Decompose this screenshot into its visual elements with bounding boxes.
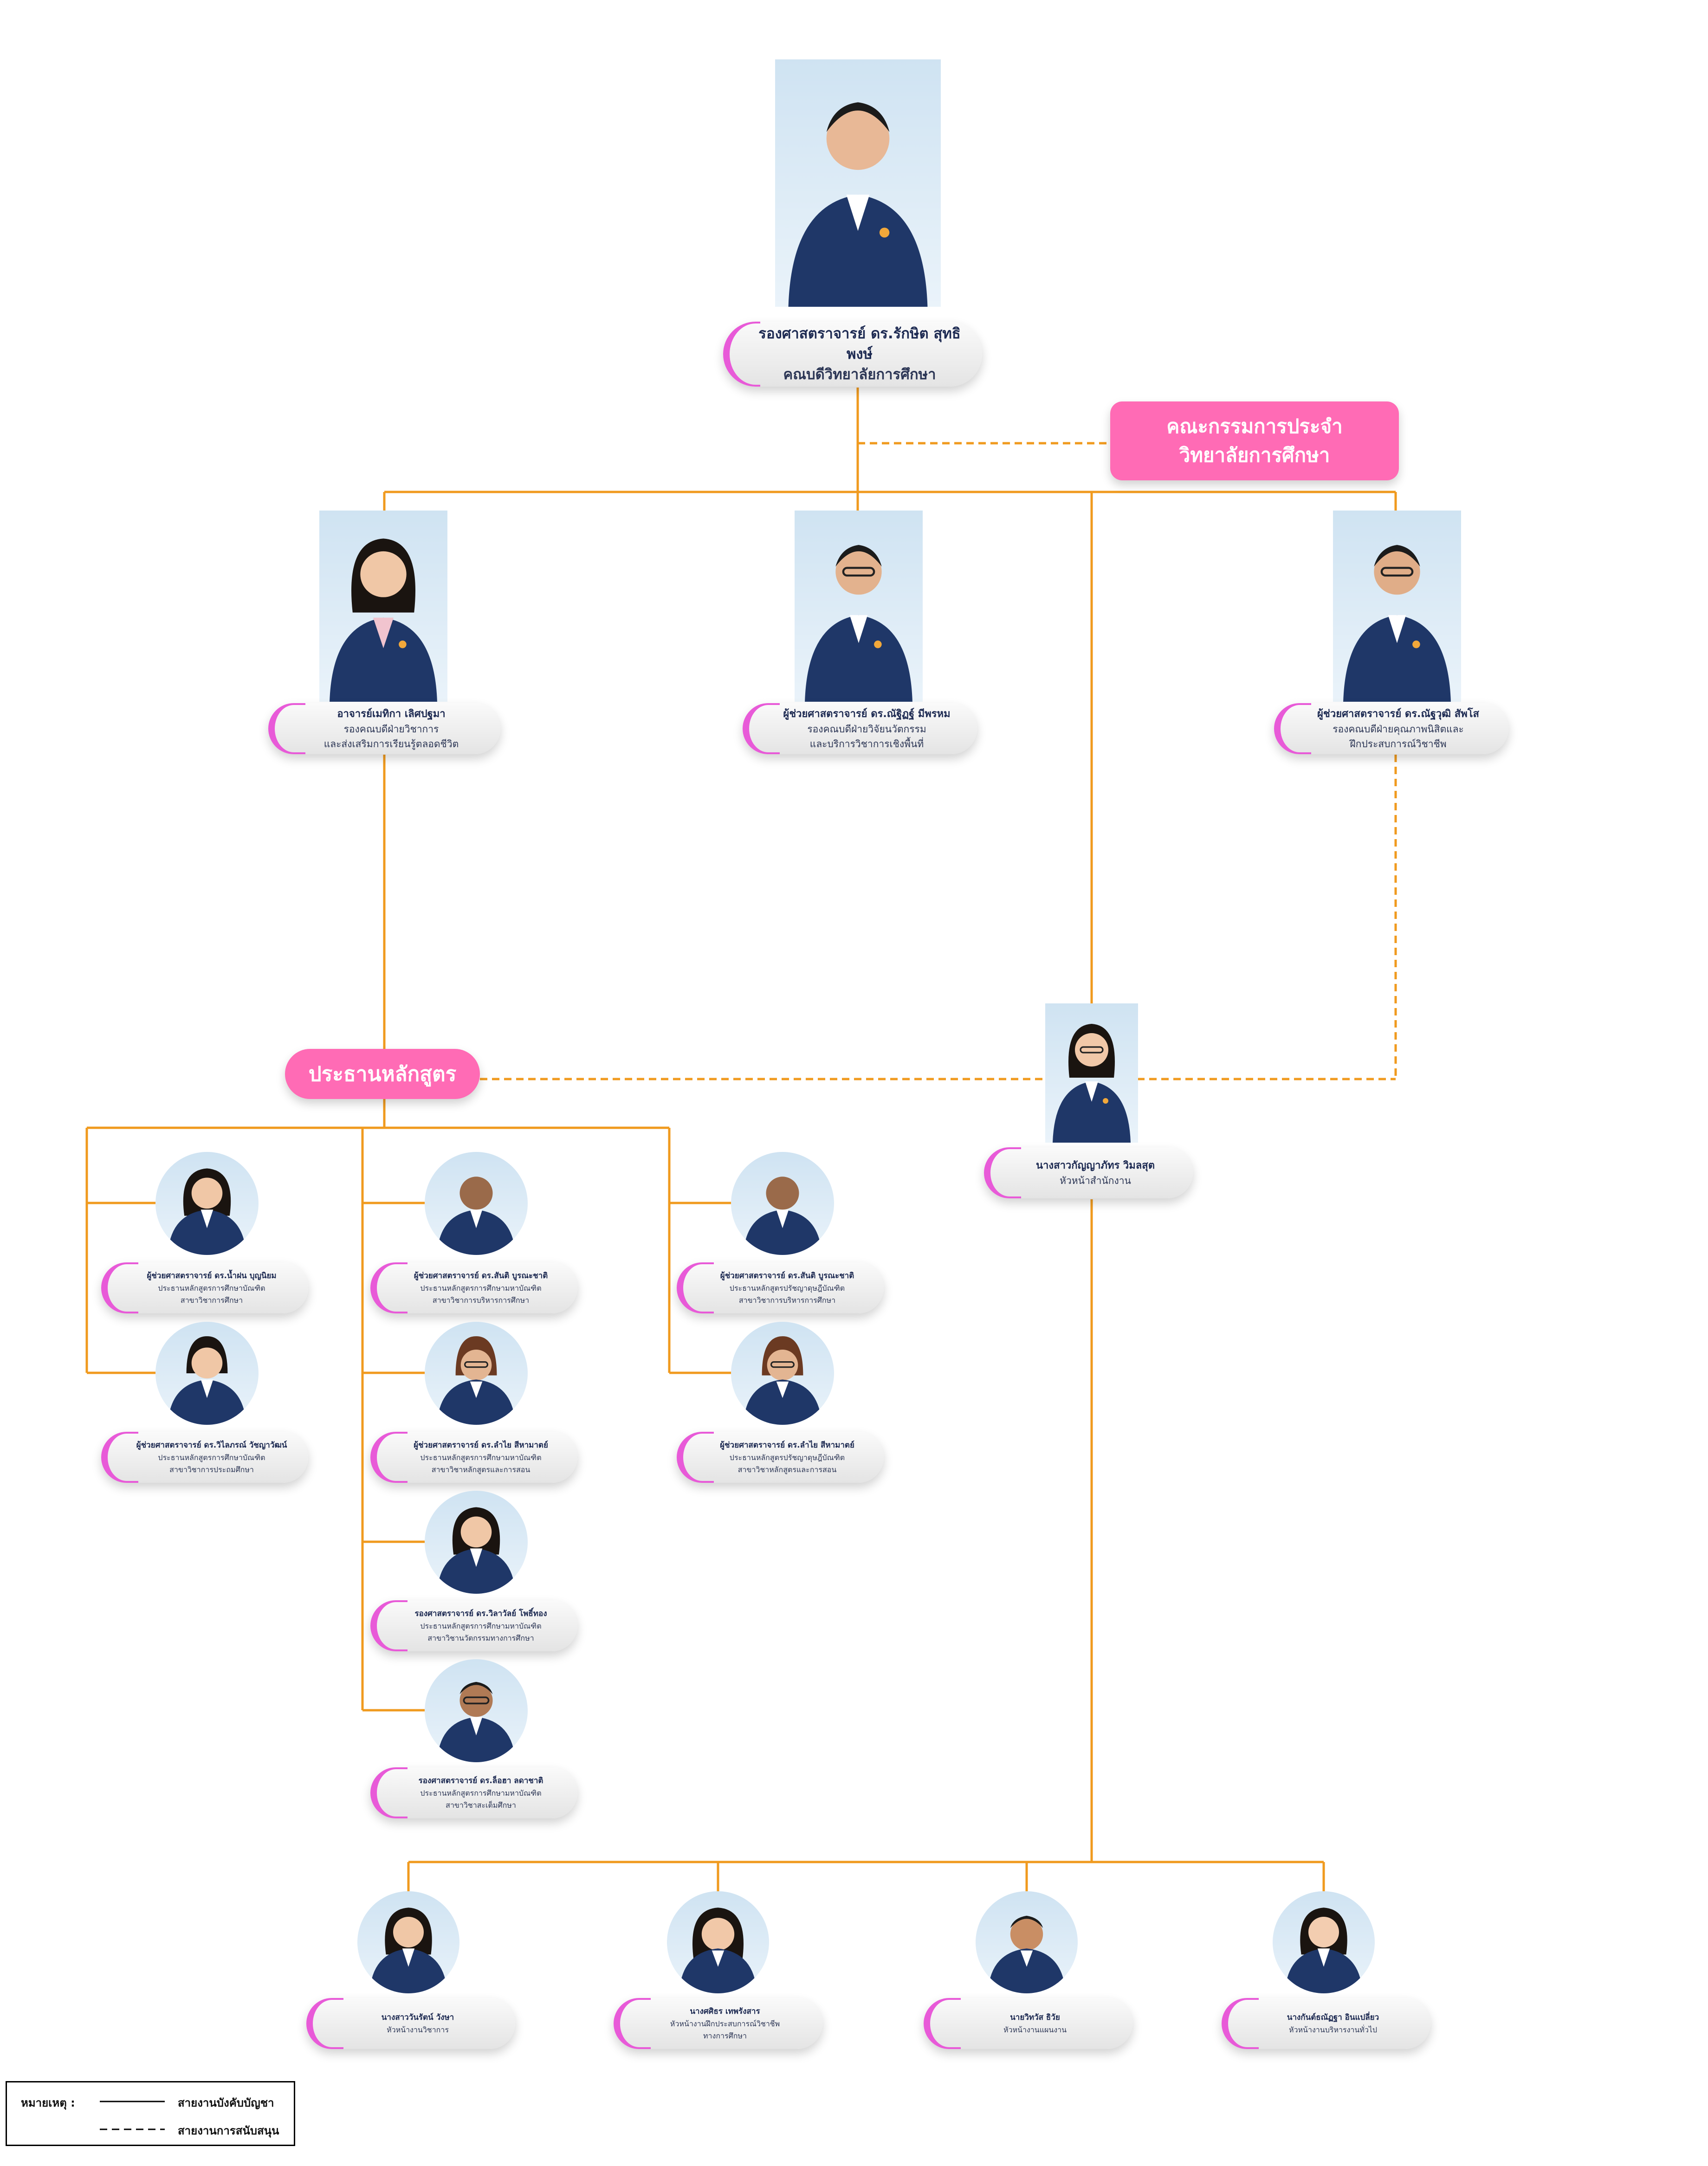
dean-photo xyxy=(775,59,941,307)
chair-c1-1-pos2: สาขาวิชาการศึกษา xyxy=(180,1295,243,1305)
committee-line1: คณะกรรมการประจำ xyxy=(1166,415,1343,438)
chair-c2-4-name: รองศาสตราจารย์ ดร.ล็อฮา ลดาชาติ xyxy=(418,1776,543,1785)
dean-card: รองศาสตราจารย์ ดร.รักษิต สุทธิพงษ์ คณบดี… xyxy=(723,322,982,387)
legend-dashed-label: สายงานการสนับสนุน xyxy=(178,2124,279,2137)
chair-c2-3-name: รองศาสตราจารย์ ดร.วิลาวัลย์ โพธิ์ทอง xyxy=(414,1609,547,1618)
vice-dean-2-card: ผู้ช่วยศาสตราจารย์ ดร.ณัฐิฏฐ์ มีพรหม รอง… xyxy=(743,703,977,754)
vice-dean-3-pos2: ฝึกประสบการณ์วิชาชีพ xyxy=(1350,738,1447,750)
chair-c1-1-card: ผู้ช่วยศาสตราจารย์ ดร.น้ำฝน บุญนิยม ประธ… xyxy=(101,1262,308,1313)
chair-c3-1-pos1: ประธานหลักสูตรปรัชญาดุษฎีบัณฑิต xyxy=(729,1283,845,1293)
staff-1-pos1: หัวหน้างานวิชาการ xyxy=(387,2025,449,2034)
chair-c3-1-card: ผู้ช่วยศาสตราจารย์ ดร.สันติ บูรณะชาติ ปร… xyxy=(677,1262,884,1313)
vice-dean-3-name: ผู้ช่วยศาสตราจารย์ ดร.ณัฐวุฒิ สัพโส xyxy=(1317,708,1479,720)
vice-dean-1-pos1: รองคณบดีฝ่ายวิชาการ xyxy=(343,723,439,735)
staff-1-card: นางสาววันรัตน์ วังษา หัวหน้างานวิชาการ xyxy=(306,1998,515,2049)
staff-4-card: นางกันต์ธณัฏฐา อินแปลี่ยว หัวหน้างานบริห… xyxy=(1222,1998,1430,2049)
staff-3-card: นายวิทวัส ธิวัย หัวหน้างานแผนงาน xyxy=(924,1998,1132,2049)
legend-title: หมายเหตุ : xyxy=(21,2096,75,2109)
chair-c1-2-pos1: ประธานหลักสูตรการศึกษาบัณฑิต xyxy=(158,1453,265,1462)
chair-c3-1-pos2: สาขาวิชาการบริหารการศึกษา xyxy=(738,1295,836,1305)
office-head-card: นางสาวกัญญาภัทร วิมลสุต หัวหน้าสำนักงาน xyxy=(984,1147,1193,1198)
chair-c2-4-photo xyxy=(425,1659,528,1762)
chair-c3-1-name: ผู้ช่วยศาสตราจารย์ ดร.สันติ บูรณะชาติ xyxy=(720,1271,854,1280)
staff-1-name: นางสาววันรัตน์ วังษา xyxy=(381,2012,454,2022)
vice-dean-1-photo xyxy=(319,511,447,702)
chair-c2-3-pos1: ประธานหลักสูตรการศึกษามหาบัณฑิต xyxy=(420,1621,542,1630)
staff-3-pos1: หัวหน้างานแผนงาน xyxy=(1003,2025,1067,2034)
staff-2-name: นางศศิธร เทพรังสาร xyxy=(690,2006,760,2016)
staff-3-photo xyxy=(976,1891,1078,1993)
chair-c2-2-pos1: ประธานหลักสูตรการศึกษามหาบัณฑิต xyxy=(420,1453,542,1462)
chair-c2-2-name: ผู้ช่วยศาสตราจารย์ ดร.ลำไย สีหามาตย์ xyxy=(414,1440,548,1450)
chair-c1-1-name: ผู้ช่วยศาสตราจารย์ ดร.น้ำฝน บุญนิยม xyxy=(147,1271,277,1280)
chair-c3-2-name: ผู้ช่วยศาสตราจารย์ ดร.ลำไย สีหามาตย์ xyxy=(720,1440,854,1450)
chair-c2-2-photo xyxy=(425,1322,528,1425)
staff-1-photo xyxy=(357,1891,459,1993)
chair-c2-1-photo xyxy=(425,1152,528,1255)
chair-c2-1-pos2: สาขาวิชาการบริหารการศึกษา xyxy=(432,1295,530,1305)
chair-c3-2-pos1: ประธานหลักสูตรปรัชญาดุษฎีบัณฑิต xyxy=(729,1453,845,1462)
vice-dean-2-pos2: และบริการวิชาการเชิงพื้นที่ xyxy=(809,738,924,750)
vice-dean-1-card: อาจารย์เมทิกา เลิศปฐมา รองคณบดีฝ่ายวิชาก… xyxy=(268,703,500,754)
chair-c1-2-pos2: สาขาวิชาการประถมศึกษา xyxy=(169,1465,254,1474)
staff-2-card: นางศศิธร เทพรังสาร หัวหน้างานฝึกประสบการ… xyxy=(614,1998,822,2049)
legend-dashed-line xyxy=(100,2128,165,2130)
vice-dean-1-name: อาจารย์เมทิกา เลิศปฐมา xyxy=(337,708,446,720)
vice-dean-1-pos2: และส่งเสริมการเรียนรู้ตลอดชีวิต xyxy=(323,738,459,750)
chair-c2-1-name: ผู้ช่วยศาสตราจารย์ ดร.สันติ บูรณะชาติ xyxy=(414,1271,548,1280)
chair-c1-2-name: ผู้ช่วยศาสตราจารย์ ดร.วิไลภรณ์ วัชญาวัฒน… xyxy=(136,1440,287,1450)
legend-solid-line xyxy=(100,2101,165,2102)
chair-c2-3-card: รองศาสตราจารย์ ดร.วิลาวัลย์ โพธิ์ทอง ประ… xyxy=(370,1600,577,1651)
staff-2-pos1: หัวหน้างานฝึกประสบการณ์วิชาชีพ xyxy=(670,2019,780,2028)
chair-c2-4-pos2: สาขาวิชาสะเต็มศึกษา xyxy=(446,1800,516,1810)
chair-c3-1-photo xyxy=(731,1152,834,1255)
legend-box: หมายเหตุ : สายงานบังคับบัญชา สายงานการสน… xyxy=(6,2081,295,2146)
vice-dean-3-card: ผู้ช่วยศาสตราจารย์ ดร.ณัฐวุฒิ สัพโส รองค… xyxy=(1274,703,1508,754)
dean-name: รองศาสตราจารย์ ดร.รักษิต สุทธิพงษ์ xyxy=(758,325,961,362)
chair-c2-2-pos2: สาขาวิชาหลักสูตรและการสอน xyxy=(431,1465,531,1474)
chair-c1-2-photo xyxy=(155,1322,259,1425)
legend-solid-label: สายงานบังคับบัญชา xyxy=(178,2096,274,2109)
chair-c2-2-card: ผู้ช่วยศาสตราจารย์ ดร.ลำไย สีหามาตย์ ประ… xyxy=(370,1432,577,1483)
staff-3-name: นายวิทวัส ธิวัย xyxy=(1010,2012,1060,2022)
chair-c2-1-card: ผู้ช่วยศาสตราจารย์ ดร.สันติ บูรณะชาติ ปร… xyxy=(370,1262,577,1313)
program-chairs-text: ประธานหลักสูตร xyxy=(308,1062,457,1086)
chair-c2-1-pos1: ประธานหลักสูตรการศึกษามหาบัณฑิต xyxy=(420,1283,542,1293)
staff-2-photo xyxy=(667,1891,769,1993)
office-head-name: นางสาวกัญญาภัทร วิมลสุต xyxy=(1036,1159,1155,1171)
vice-dean-3-photo xyxy=(1333,511,1461,702)
office-head-position: หัวหน้าสำนักงาน xyxy=(1060,1175,1131,1186)
vice-dean-2-name: ผู้ช่วยศาสตราจารย์ ดร.ณัฐิฏฐ์ มีพรหม xyxy=(783,708,951,720)
dean-position: คณบดีวิทยาลัยการศึกษา xyxy=(783,366,936,383)
chair-c3-2-pos2: สาขาวิชาหลักสูตรและการสอน xyxy=(738,1465,837,1474)
chair-c1-1-photo xyxy=(155,1152,259,1255)
vice-dean-2-photo xyxy=(795,511,923,702)
staff-4-photo xyxy=(1273,1891,1375,1993)
program-chairs-label: ประธานหลักสูตร xyxy=(285,1049,480,1099)
chair-c3-2-card: ผู้ช่วยศาสตราจารย์ ดร.ลำไย สีหามาตย์ ประ… xyxy=(677,1432,884,1483)
staff-4-pos1: หัวหน้างานบริหารงานทั่วไป xyxy=(1288,2025,1378,2034)
vice-dean-3-pos1: รองคณบดีฝ่ายคุณภาพนิสิตและ xyxy=(1333,723,1464,735)
chair-c3-2-photo xyxy=(731,1322,834,1425)
chair-c2-4-card: รองศาสตราจารย์ ดร.ล็อฮา ลดาชาติ ประธานหล… xyxy=(370,1767,577,1818)
chair-c2-3-photo xyxy=(425,1491,528,1594)
office-head-photo xyxy=(1045,1003,1138,1143)
committee-line2: วิทยาลัยการศึกษา xyxy=(1179,444,1330,466)
chair-c2-4-pos1: ประธานหลักสูตรการศึกษามหาบัณฑิต xyxy=(420,1788,542,1797)
staff-4-name: นางกันต์ธณัฏฐา อินแปลี่ยว xyxy=(1287,2012,1379,2022)
staff-2-pos2: ทางการศึกษา xyxy=(703,2031,747,2040)
chair-c2-3-pos2: สาขาวิชานวัตกรรมทางการศึกษา xyxy=(427,1633,534,1642)
committee-box: คณะกรรมการประจำ วิทยาลัยการศึกษา xyxy=(1110,401,1399,480)
vice-dean-2-pos1: รองคณบดีฝ่ายวิจัยนวัตกรรม xyxy=(807,723,926,735)
chair-c1-1-pos1: ประธานหลักสูตรการศึกษาบัณฑิต xyxy=(158,1283,265,1293)
chair-c1-2-card: ผู้ช่วยศาสตราจารย์ ดร.วิไลภรณ์ วัชญาวัฒน… xyxy=(101,1432,308,1483)
